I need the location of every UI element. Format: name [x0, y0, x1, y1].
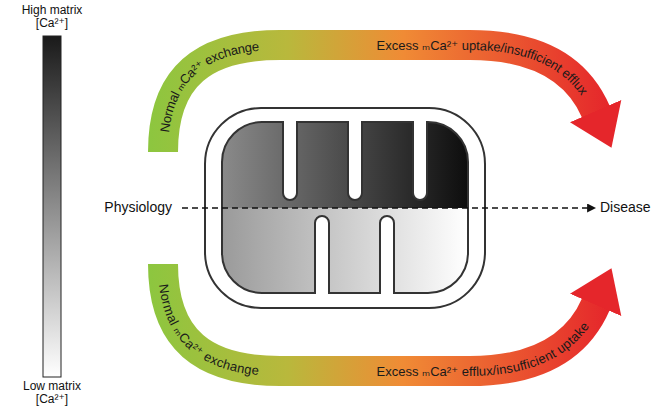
- scale-bar: [43, 36, 61, 377]
- state-label: Disease: [600, 200, 658, 215]
- arrow-label: Normal ₘCa²⁺ exchange: [157, 283, 260, 378]
- scale-label: Low matrix [Ca²⁺]: [10, 380, 94, 406]
- arrow-label: Excess ₘCa²⁺ efflux/insufficient uptake: [377, 319, 592, 379]
- matrix-low: [218, 208, 473, 298]
- scale-label: High matrix [Ca²⁺]: [10, 4, 94, 30]
- arrow-label: Excess ₘCa²⁺ uptake/insufficient efflux: [377, 37, 592, 97]
- dashed-arrow: [182, 207, 588, 208]
- matrix-high: [218, 118, 473, 208]
- arrow-label: Normal ₘCa²⁺ exchange: [157, 38, 260, 133]
- state-label: Physiology: [72, 200, 172, 215]
